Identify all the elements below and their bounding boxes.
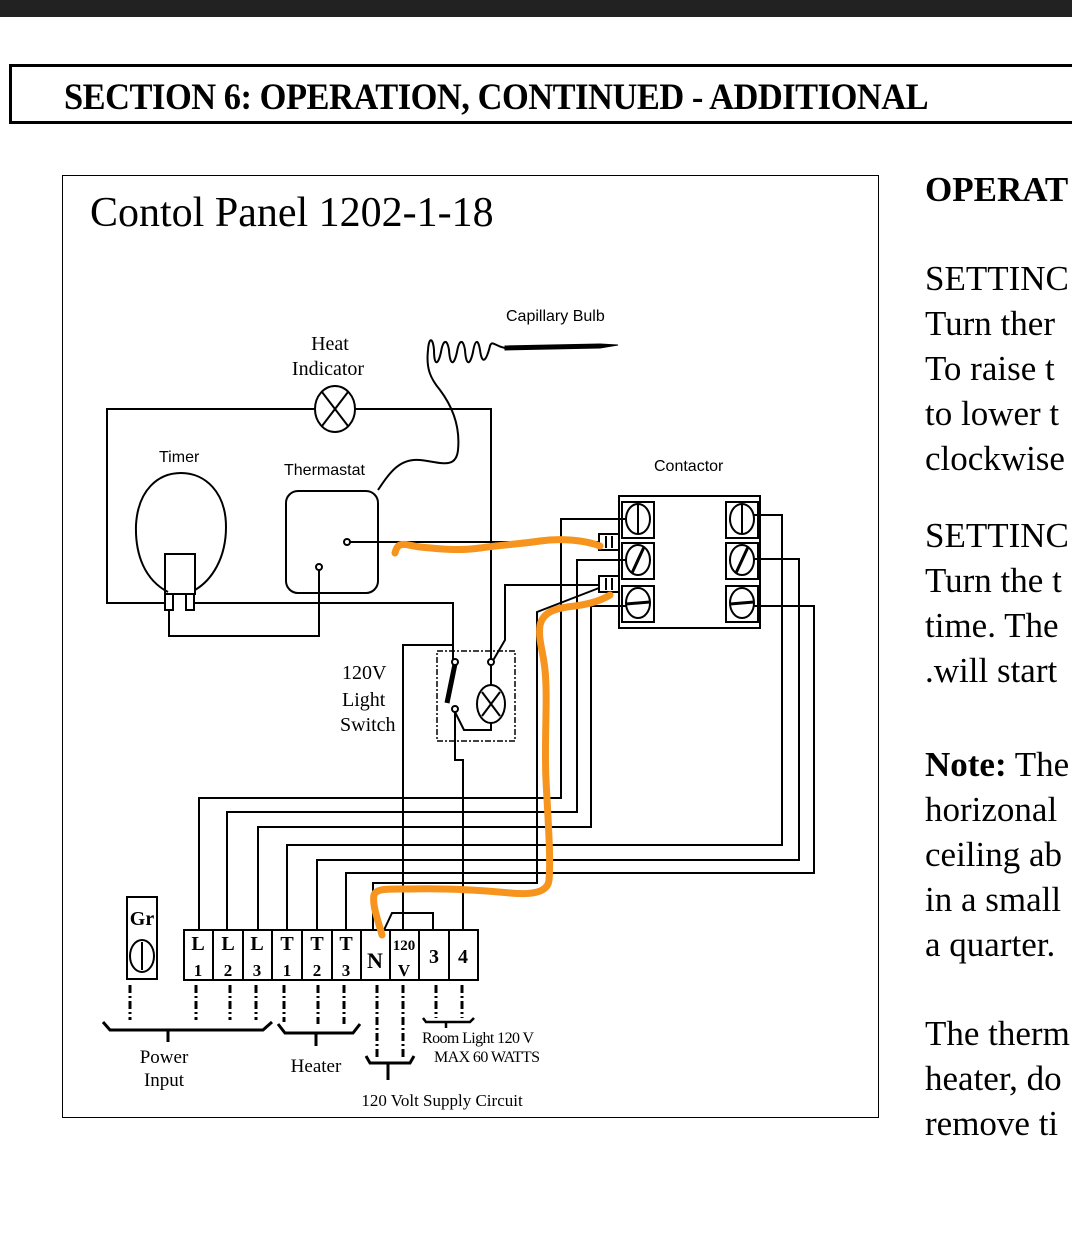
- field-leads: [128, 985, 464, 1060]
- top-bar: [0, 0, 1072, 17]
- terminal-label: T: [280, 933, 294, 955]
- wire: [168, 567, 320, 637]
- wire: [286, 514, 783, 930]
- terminal-label: 120: [393, 938, 416, 954]
- terminal-number: 1: [283, 961, 292, 980]
- text-line: to lower t: [925, 394, 1060, 433]
- ground-terminal: Gr: [126, 896, 158, 980]
- heat-indicator-lamp-icon: [314, 385, 356, 433]
- heater-label: Heater: [291, 1056, 342, 1077]
- text-line: SETTINC: [925, 259, 1069, 298]
- wire: [198, 518, 626, 930]
- heater-brace: [276, 1023, 362, 1046]
- terminal-number: 1: [194, 961, 203, 980]
- terminal-label: T: [310, 933, 324, 955]
- text-line: .will start: [925, 651, 1058, 690]
- terminal-number: 2: [313, 961, 322, 980]
- terminal-label: 3: [429, 946, 439, 968]
- terminal-number: V: [398, 961, 411, 980]
- wire: [257, 605, 626, 930]
- thermostat-label: Thermastat: [284, 462, 365, 479]
- note-label: Note:: [925, 745, 1007, 784]
- capillary-tube: [377, 339, 506, 491]
- terminal-label: 4: [458, 946, 468, 968]
- supply-circuit-label: 120 Volt Supply Circuit: [361, 1091, 523, 1110]
- room-light-label-2: MAX 60 WATTS: [434, 1049, 539, 1066]
- terminal-number: 2: [224, 961, 233, 980]
- operation-heading: OPERAT: [925, 170, 1069, 209]
- text-line: ceiling ab: [925, 835, 1063, 874]
- contactor: [598, 495, 761, 629]
- thermostat-terminal: [343, 538, 351, 546]
- text-line: clockwise: [925, 439, 1065, 478]
- text-line: To raise t: [925, 349, 1055, 388]
- supply-brace: [364, 1055, 416, 1080]
- wire: [194, 602, 454, 660]
- diagram-title: Contol Panel 1202-1-18: [90, 190, 494, 236]
- light-switch-label-1: 120V: [342, 662, 387, 684]
- text-line: The therm: [925, 1014, 1070, 1053]
- terminal-label: L: [221, 933, 234, 955]
- terminal-label: T: [339, 933, 353, 955]
- timer-label: Timer: [159, 449, 200, 466]
- note-first-text: The: [1006, 745, 1070, 784]
- light-switch: [436, 650, 516, 742]
- contactor-label: Contactor: [654, 458, 724, 475]
- heat-indicator-label-2: Indicator: [292, 358, 365, 380]
- light-switch-label-3: Switch: [340, 714, 396, 736]
- wiring-diagram-frame: [62, 175, 879, 1118]
- terminal-label: N: [367, 948, 383, 973]
- text-line: Turn ther: [925, 304, 1055, 343]
- wire: [355, 408, 492, 664]
- text-line: remove ti: [925, 1104, 1059, 1143]
- text-line: time. The: [925, 606, 1059, 645]
- power-input-label-1: Power: [140, 1047, 189, 1068]
- power-input-brace: [101, 1020, 273, 1042]
- capillary-bulb: Capillary Bulb: [377, 308, 619, 491]
- wire: [345, 605, 815, 930]
- ground-label: Gr: [130, 908, 155, 930]
- thermostat-terminal: [315, 563, 323, 571]
- terminal-number: 3: [253, 961, 262, 980]
- room-light-label-1: Room Light 120 V: [422, 1030, 534, 1047]
- section-header: SECTION 6: OPERATION, CONTINUED - ADDITI…: [9, 64, 1072, 124]
- wire: [106, 408, 315, 604]
- wire: [402, 644, 453, 930]
- wire: [383, 912, 434, 931]
- room-light-brace: [422, 1017, 475, 1028]
- power-input-label-2: Input: [144, 1070, 185, 1091]
- terminal-label: L: [191, 933, 204, 955]
- annotation-stroke: [391, 536, 604, 557]
- wire: [372, 587, 600, 930]
- bulb-probe: [504, 343, 619, 351]
- text-line: heater, do: [925, 1059, 1062, 1098]
- light-switch-label-2: Light: [342, 689, 386, 711]
- terminal-label: L: [250, 933, 263, 955]
- thermostat-info-paragraph: The therm heater, do remove ti: [925, 1011, 1070, 1146]
- text-line: SETTINC: [925, 516, 1069, 555]
- thermostat-setting-paragraph: SETTINC Turn ther To raise t to lower t cloc…: [925, 256, 1069, 481]
- terminal-number: 3: [342, 961, 351, 980]
- note-paragraph: Note: The horizonal ceiling ab in a small a…: [925, 742, 1069, 967]
- wire: [316, 558, 800, 930]
- text-line: in a small: [925, 880, 1062, 919]
- section-title: SECTION 6: OPERATION, CONTINUED - ADDITI…: [64, 77, 929, 118]
- wire: [490, 584, 599, 665]
- timer-icon: [134, 471, 228, 611]
- heat-indicator-label-1: Heat: [311, 333, 349, 355]
- wire: [454, 712, 464, 930]
- annotation-stroke: [370, 591, 614, 939]
- terminal-strip: [183, 929, 479, 981]
- screw-icon: [729, 503, 755, 535]
- capillary-bulb-label: Capillary Bulb: [506, 308, 605, 325]
- text-line: a quarter.: [925, 925, 1056, 964]
- text-line: horizonal: [925, 790, 1058, 829]
- timer-setting-paragraph: SETTINC Turn the t time. The .will start: [925, 513, 1069, 693]
- wire: [226, 559, 626, 930]
- text-line: Turn the t: [925, 561, 1062, 600]
